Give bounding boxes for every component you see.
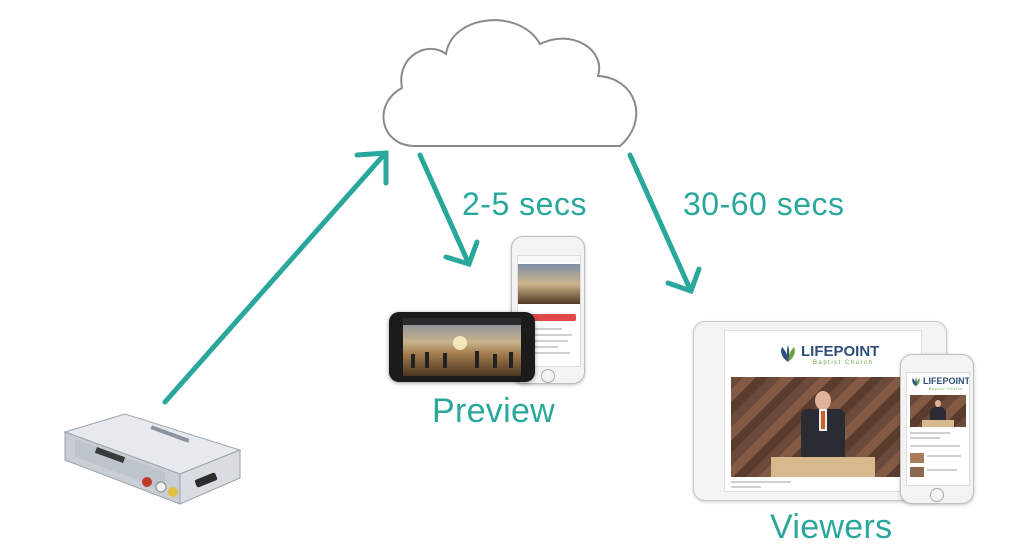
preview-label: Preview [432, 392, 556, 430]
viewer-phone: LIFEPOINT Baptist Church [900, 354, 974, 504]
church-logo-name: LIFEPOINT [801, 343, 880, 360]
church-logo-small-icon [912, 377, 920, 387]
preview-latency-label: 2-5 secs [462, 186, 587, 222]
church-logo-icon [781, 345, 795, 362]
encoder-device-image [63, 413, 242, 505]
preview-arrow [417, 152, 480, 268]
church-logo-sub: Baptist Church [813, 360, 874, 366]
upload-arrow [162, 150, 389, 405]
cloud-icon [382, 19, 638, 147]
viewer-latency-label: 30-60 secs [683, 186, 845, 222]
preview-phone-horizontal [389, 312, 535, 382]
church-logo-sub-small: Baptist Church [929, 387, 964, 391]
viewer-video [731, 377, 915, 477]
viewers-arrow [627, 152, 702, 295]
preview-phone-vertical [511, 236, 585, 384]
viewers-label: Viewers [770, 508, 893, 546]
viewer-phone-video [910, 395, 966, 427]
preview-video [403, 318, 521, 376]
church-logo-name-small: LIFEPOINT [923, 376, 970, 386]
